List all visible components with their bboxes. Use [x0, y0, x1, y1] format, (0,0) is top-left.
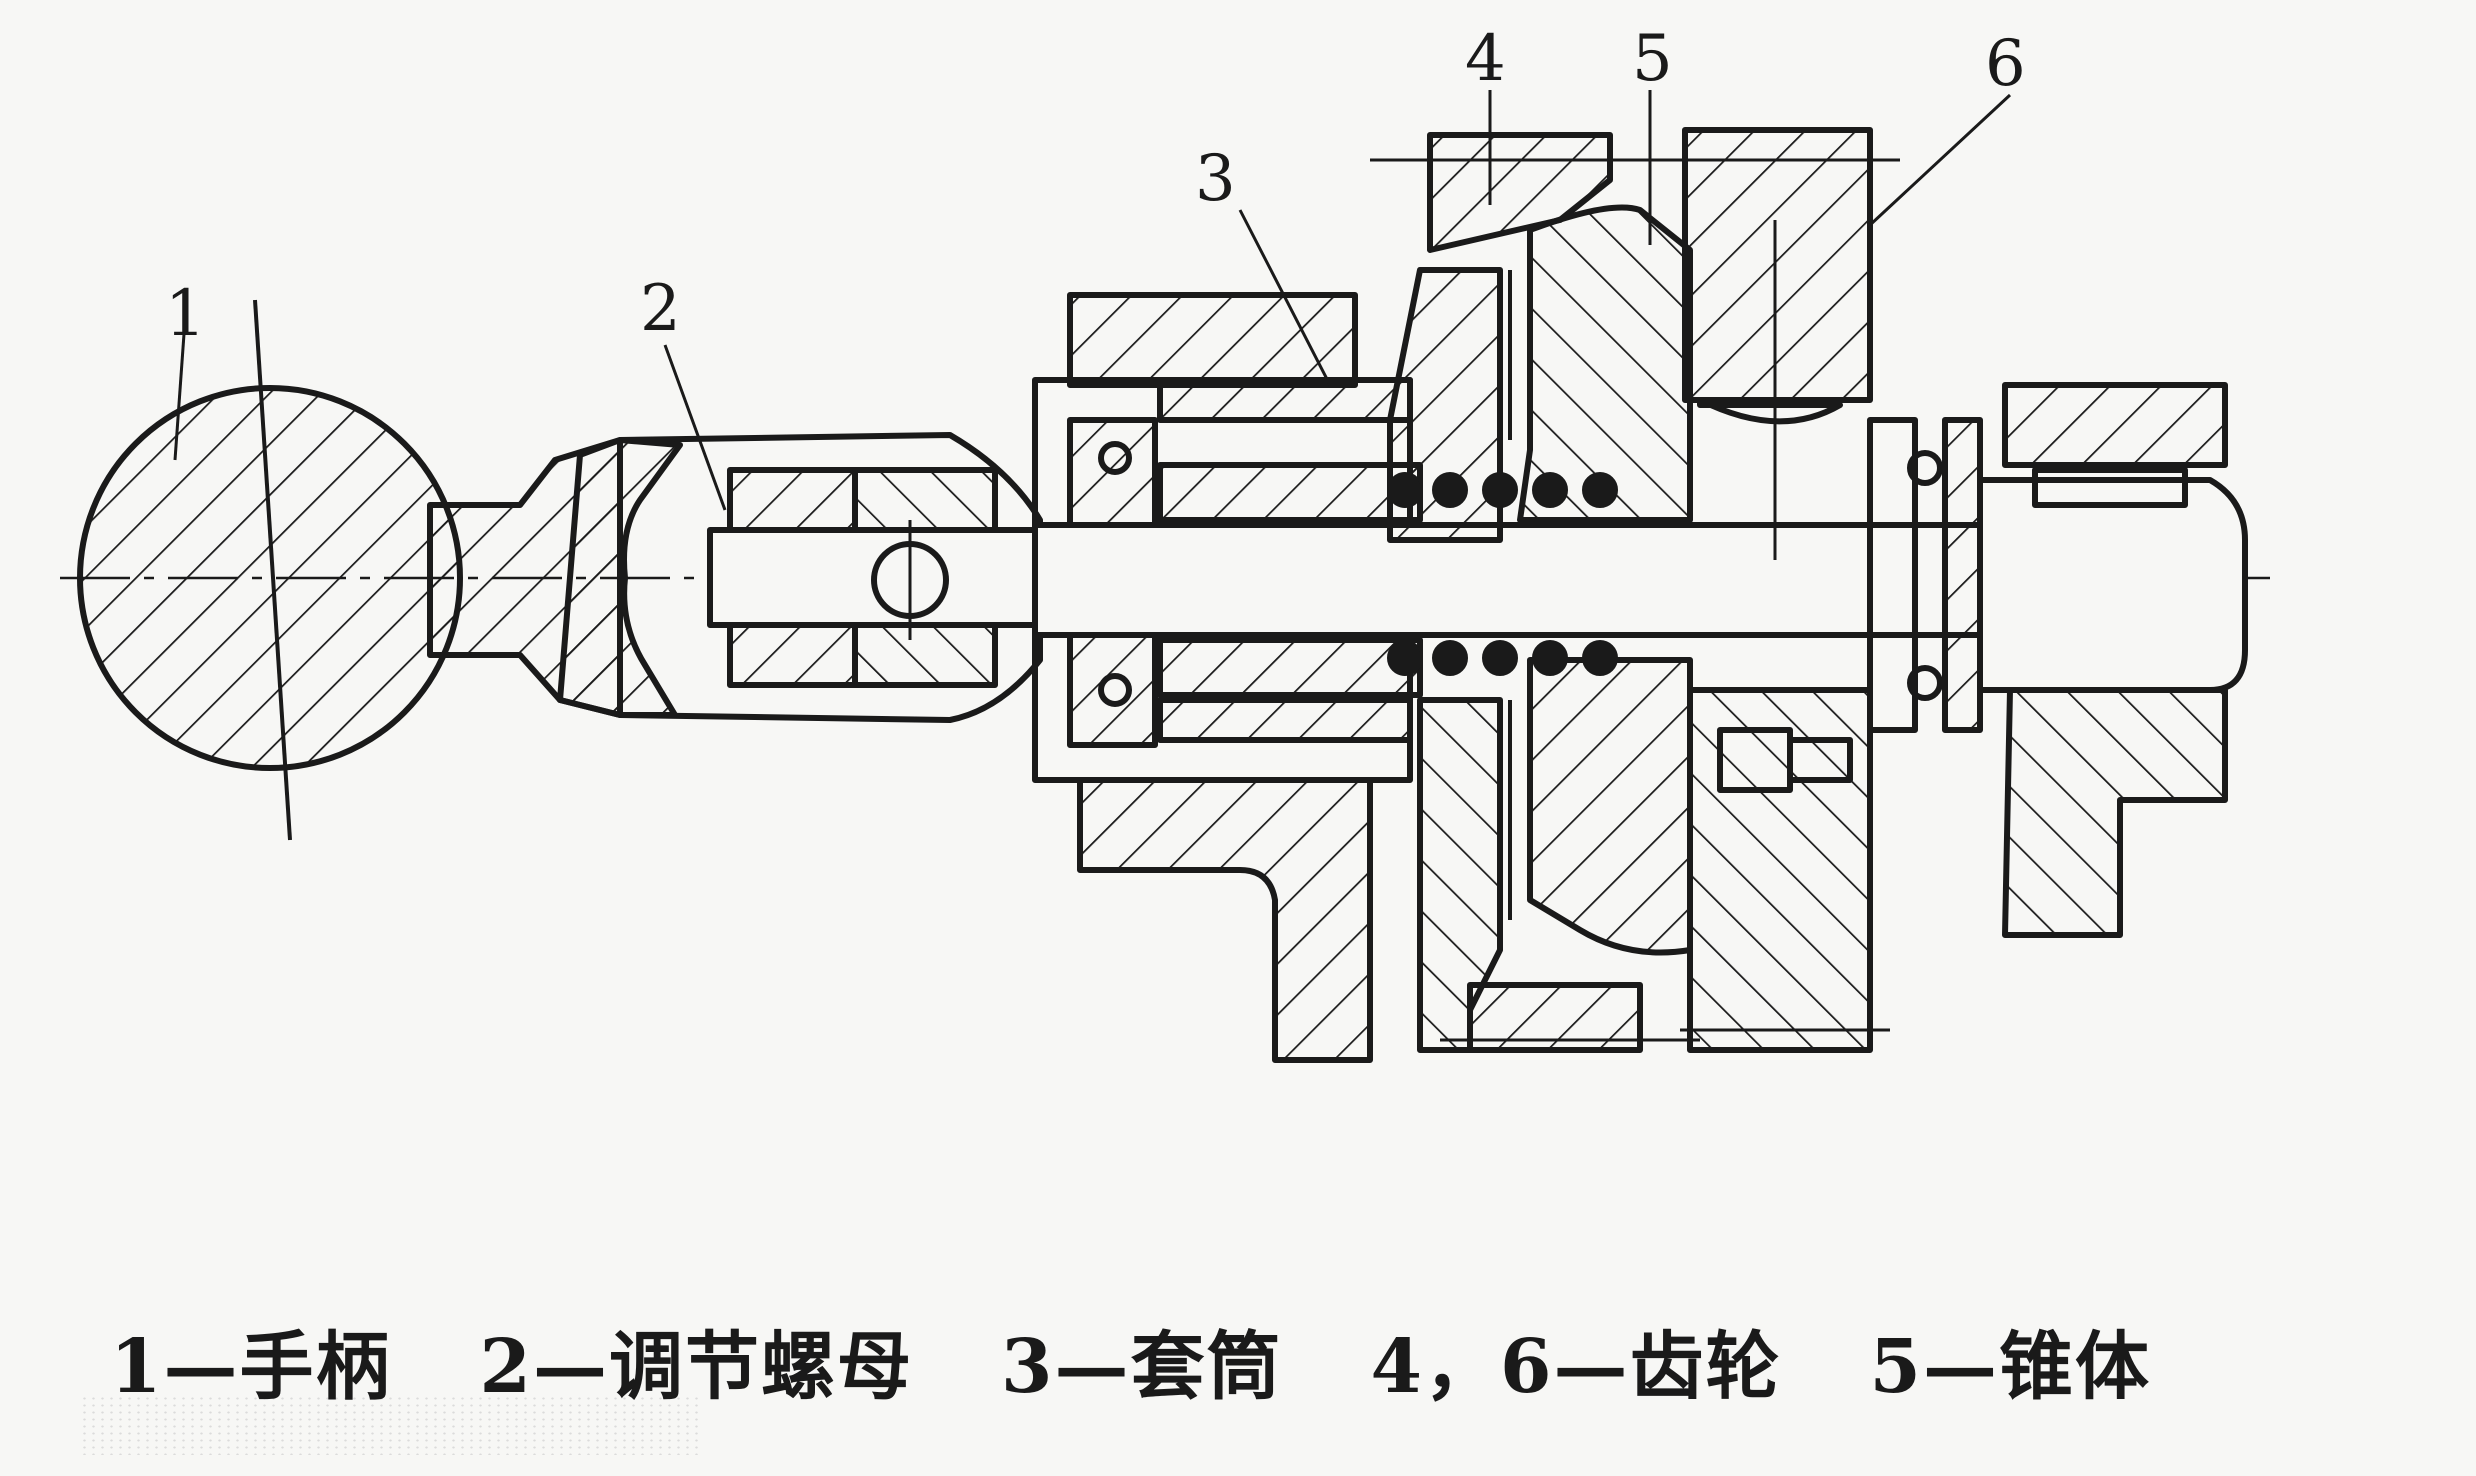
cone-part-5	[1508, 204, 1693, 956]
label-part-5: 5	[1632, 22, 1673, 96]
label-part-6: 6	[1985, 27, 2026, 101]
label-part-3: 3	[1195, 142, 1236, 216]
right-housing	[1867, 382, 2228, 938]
label-part-4: 4	[1465, 22, 1506, 96]
legend-item-cone: 5—锥体	[1869, 1323, 2151, 1410]
scan-speckle	[80, 1395, 700, 1455]
legend-item-adjusting-nut: 2—调节螺母	[479, 1323, 913, 1410]
handle-part-1	[77, 299, 623, 841]
gear-part-4	[1370, 132, 1900, 1053]
gear-part-6	[1675, 127, 1900, 1053]
legend-item-handle: 1—手柄	[110, 1323, 392, 1410]
label-part-1: 1	[165, 277, 206, 351]
adjusting-nut-part-2	[557, 432, 1053, 723]
legend-caption: 1—手柄 2—调节螺母 3—套筒 4，6—齿轮 5—锥体	[110, 1310, 2410, 1410]
sleeve-part-3	[1032, 292, 1423, 1063]
legend-item-sleeve: 3—套筒	[1001, 1323, 1283, 1410]
label-part-2: 2	[640, 272, 681, 346]
legend-item-gears: 4，6—齿轮	[1370, 1323, 1782, 1410]
leader-lines	[173, 90, 2012, 511]
